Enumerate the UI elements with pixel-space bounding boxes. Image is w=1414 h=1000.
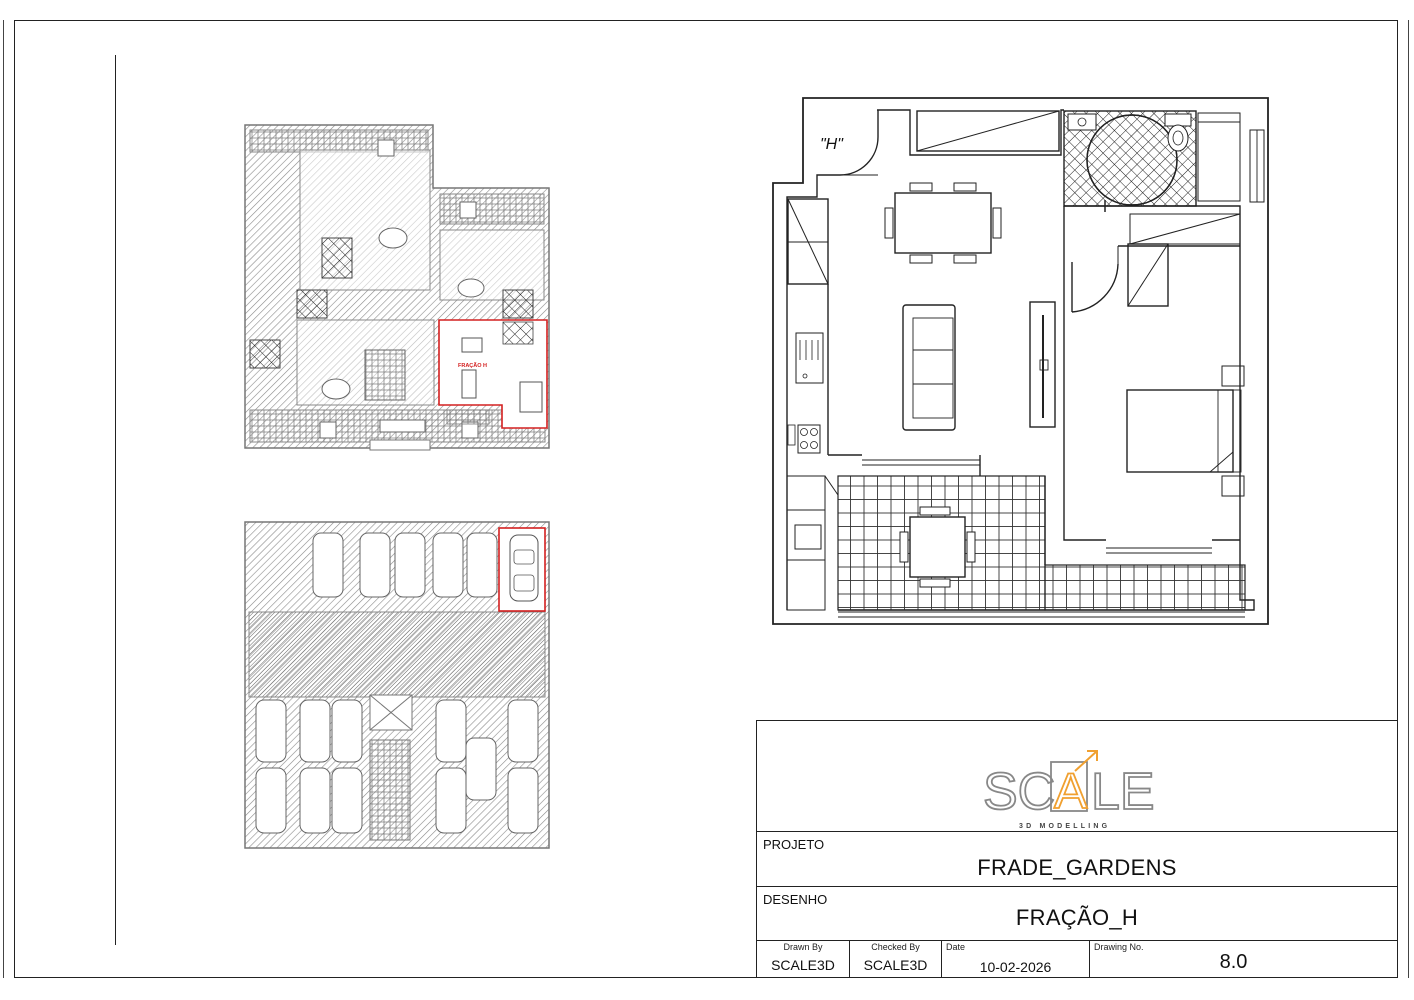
- drawn-by-label: Drawn By: [783, 942, 823, 952]
- projeto-value: FRADE_GARDENS: [977, 855, 1177, 880]
- checked-by-label: Checked By: [871, 942, 920, 952]
- svg-text:A: A: [1054, 763, 1088, 819]
- drawing-no-label: Drawing No.: [1094, 942, 1144, 952]
- date-cell: Date 10-02-2026: [941, 941, 1089, 977]
- unit-marker: "H": [820, 136, 843, 153]
- desenho-value: FRAÇÃO_H: [1015, 905, 1139, 930]
- company-logo: SC A LE 3D MODELLING: [757, 739, 1397, 831]
- svg-text:LE: LE: [1091, 763, 1155, 821]
- binding-margin-line: [115, 55, 116, 945]
- date-label: Date: [946, 942, 966, 952]
- date-value: 10-02-2026: [979, 959, 1052, 975]
- drawn-by-value: SCALE3D: [771, 957, 835, 973]
- drawing-frame: [14, 20, 1398, 978]
- scale-logo-icon: SC A LE 3D MODELLING: [982, 750, 1156, 830]
- checked-by-cell: Checked By SCALE3D: [849, 941, 941, 977]
- projeto-label: PROJETO: [763, 837, 825, 852]
- checked-by-value: SCALE3D: [863, 957, 928, 973]
- key-plan-floor: FRAÇÃO H: [244, 124, 550, 451]
- drawing-no-cell: Drawing No. 8.0: [1089, 941, 1397, 977]
- drawn-by-cell: Drawn By SCALE3D: [757, 941, 849, 977]
- key-plan-balcony-east: [439, 193, 545, 225]
- sheet-edge-right: [1408, 20, 1409, 978]
- key-plan-balcony-north: [249, 129, 429, 153]
- desenho-row: DESENHO FRAÇÃO_H: [757, 886, 1397, 940]
- projeto-row: PROJETO FRADE_GARDENS: [757, 831, 1397, 886]
- svg-text:3D MODELLING: 3D MODELLING: [1019, 823, 1110, 830]
- svg-text:SC: SC: [983, 763, 1055, 821]
- desenho-label: DESENHO: [763, 892, 828, 907]
- key-plan-garage: [244, 521, 550, 849]
- sheet-edge-left: [3, 20, 4, 978]
- unit-floor-plan: [772, 97, 1269, 625]
- key-plan-unit-tag: FRAÇÃO H: [458, 362, 487, 369]
- info-row: Drawn By SCALE3D Checked By SCALE3D Date…: [757, 940, 1397, 977]
- title-block: SC A LE 3D MODELLING PROJETO FRADE_GARDE…: [756, 720, 1398, 978]
- drawing-no-value: 8.0: [1219, 951, 1248, 973]
